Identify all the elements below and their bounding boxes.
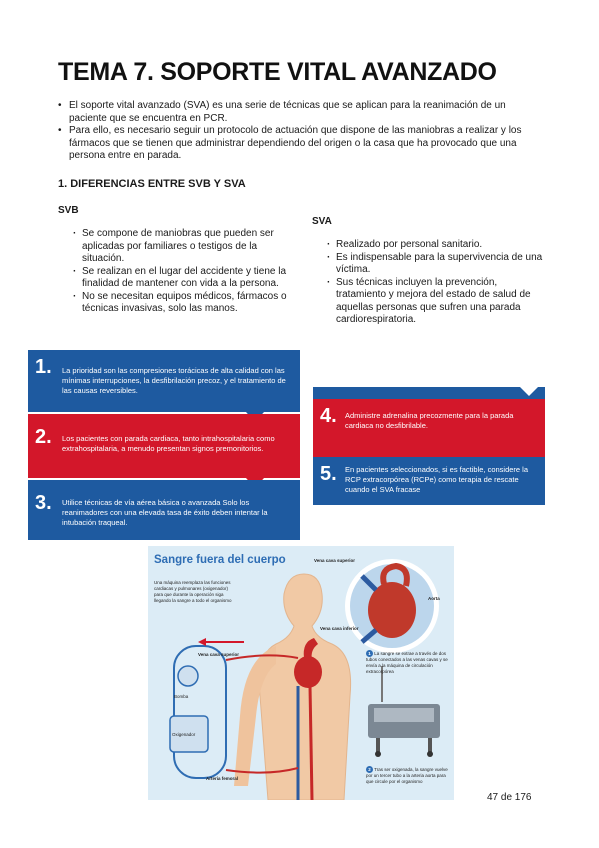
step-number: 1. bbox=[35, 356, 52, 378]
intro-list: El soporte vital avanzado (SVA) es una s… bbox=[58, 100, 538, 163]
step-box-2: 2. Los pacientes con parada cardiaca, ta… bbox=[28, 414, 300, 478]
intro-item: El soporte vital avanzado (SVA) es una s… bbox=[58, 100, 538, 125]
sva-item: Sus técnicas incluyen la prevención, tra… bbox=[327, 277, 549, 327]
page-number: 47 de 176 bbox=[487, 792, 532, 803]
step-number: 5. bbox=[320, 463, 337, 485]
figure-title: Sangre fuera del cuerpo bbox=[154, 554, 286, 566]
step-text: Administre adrenalina precozmente para l… bbox=[345, 411, 514, 430]
figure-step-text: La sangre se extrae a través de dos tubo… bbox=[366, 651, 448, 674]
figure-step-2: 2 Tras ser oxigenada, la sangre vuelve p… bbox=[366, 766, 450, 785]
sva-item: Realizado por personal sanitario. bbox=[327, 239, 549, 252]
figure-step-number: 1 bbox=[366, 650, 373, 657]
label-oxigenador: Oxigenador bbox=[172, 732, 196, 737]
label-vena-cava-inferior: Vena cava inferior bbox=[320, 626, 359, 631]
svb-heading: SVB bbox=[58, 205, 79, 216]
ecmo-drawing bbox=[148, 546, 454, 800]
step-box-4: 4. Administre adrenalina precozmente par… bbox=[313, 399, 545, 457]
svb-item: Se realizan en el lugar del accidente y … bbox=[73, 266, 291, 291]
svb-item: Se compone de maniobras que pueden ser a… bbox=[73, 228, 291, 266]
sva-heading: SVA bbox=[312, 216, 332, 227]
label-bomba: Bomba bbox=[174, 694, 189, 699]
figure-step-1: 1 La sangre se extrae a través de dos tu… bbox=[366, 650, 450, 675]
step-arrow bbox=[520, 387, 538, 396]
step-number: 2. bbox=[35, 426, 52, 448]
step-text: En pacientes seleccionados, si es factib… bbox=[345, 465, 529, 494]
page-title: TEMA 7. SOPORTE VITAL AVANZADO bbox=[58, 58, 497, 86]
figure-step-text: Tras ser oxigenada, la sangre vuelve por… bbox=[366, 767, 448, 784]
label-aorta: Aorta bbox=[428, 596, 440, 601]
figure-intro: Una máquina reemplaza las funciones card… bbox=[154, 580, 232, 603]
figure-step-number: 2 bbox=[366, 766, 373, 773]
step-text: Utilice técnicas de vía aérea básica o a… bbox=[62, 498, 268, 527]
intro-item: Para ello, es necesario seguir un protoc… bbox=[58, 125, 538, 163]
step-band-top bbox=[313, 387, 545, 399]
section-heading: 1. DIFERENCIAS ENTRE SVB Y SVA bbox=[58, 178, 246, 190]
step-text: Los pacientes con parada cardiaca, tanto… bbox=[62, 434, 275, 453]
step-number: 4. bbox=[320, 405, 337, 427]
step-text: La prioridad son las compresiones toráci… bbox=[62, 366, 286, 395]
step-box-1: 1. La prioridad son las compresiones tor… bbox=[28, 350, 300, 412]
svb-list: Se compone de maniobras que pueden ser a… bbox=[73, 228, 291, 316]
step-box-3: 3. Utilice técnicas de vía aérea básica … bbox=[28, 480, 300, 540]
label-vena-cava-superior-left: Vena cava superior bbox=[198, 652, 240, 657]
step-number: 3. bbox=[35, 492, 52, 514]
sva-list: Realizado por personal sanitario. Es ind… bbox=[327, 239, 549, 327]
ecmo-illustration: Sangre fuera del cuerpo Una máquina reem… bbox=[148, 546, 454, 800]
sva-item: Es indispensable para la supervivencia d… bbox=[327, 252, 549, 277]
svb-item: No se necesitan equipos médicos, fármaco… bbox=[73, 291, 291, 316]
label-arteria-femoral: Arteria femoral bbox=[206, 776, 239, 781]
step-box-5: 5. En pacientes seleccionados, si es fac… bbox=[313, 457, 545, 505]
label-vena-cava-superior: Vena cava superior bbox=[314, 558, 356, 563]
